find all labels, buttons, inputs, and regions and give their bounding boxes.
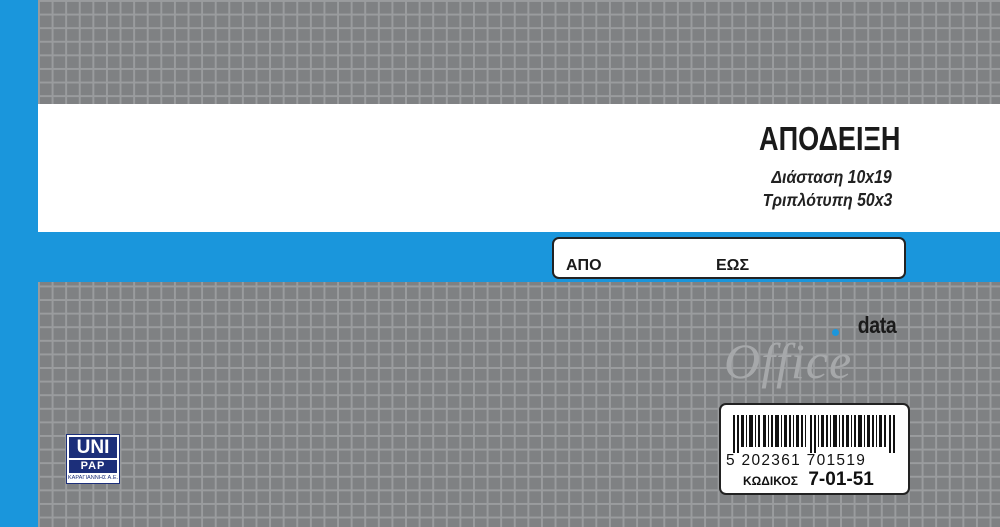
brand-dot-icon xyxy=(832,329,839,336)
number-range-box: ΑΠΟ ΕΩΣ xyxy=(552,237,906,279)
blue-spine xyxy=(0,0,38,527)
code-value: 7-01-51 xyxy=(808,469,874,490)
product-code-row: ΚΩΔΙΚΟΣ 7-01-51 xyxy=(743,469,903,491)
logo-company-text: ΚΑΡΑΓΙΑΝΝΗΣ Α.Ε. xyxy=(67,475,119,481)
from-label: ΑΠΟ xyxy=(566,257,602,274)
title-band xyxy=(38,104,1000,232)
barcode-icon xyxy=(733,415,895,453)
office-data-logo: data Office xyxy=(722,312,902,392)
cover-title: ΑΠΟΔΕΙΞΗ xyxy=(758,120,900,157)
unipap-logo: UNI PAP ΚΑΡΑΓΙΑΝΝΗΣ Α.Ε. xyxy=(66,434,120,484)
logo-uni-text: UNI xyxy=(69,437,117,458)
to-label: ΕΩΣ xyxy=(716,257,750,274)
dimension-text: Διάσταση 10x19 xyxy=(771,167,892,187)
barcode-label: 5 202361 701519 ΚΩΔΙΚΟΣ 7-01-51 xyxy=(719,403,910,495)
brand-data-text: data xyxy=(857,312,896,338)
code-label: ΚΩΔΙΚΟΣ xyxy=(743,474,798,488)
brand-office-text: Office xyxy=(724,333,853,389)
barcode-digits: 5 202361 701519 xyxy=(726,452,867,469)
copies-text: Τριπλότυπη 50x3 xyxy=(762,190,892,210)
logo-pap-text: PAP xyxy=(69,460,117,473)
